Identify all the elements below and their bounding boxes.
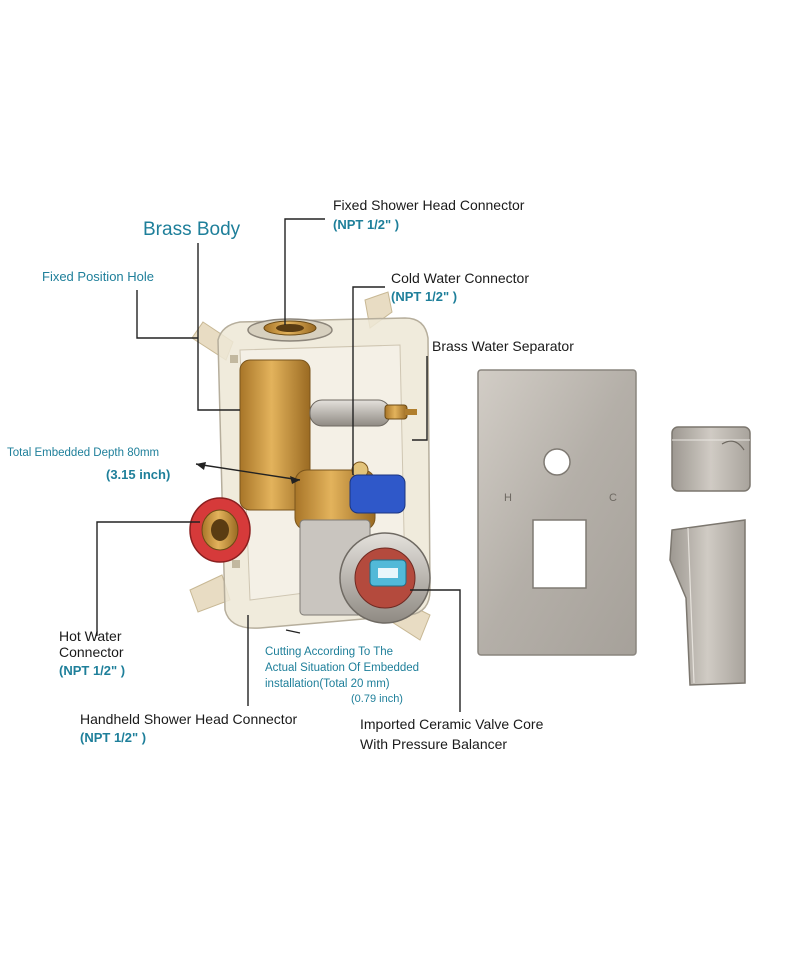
cover-plate [477, 369, 637, 656]
label-cutting-3: installation(Total 20 mm) [265, 678, 390, 690]
label-valve-core-2: With Pressure Balancer [360, 736, 508, 752]
label-handheld: Handheld Shower Head Connector [80, 711, 298, 727]
label-brass-body: Brass Body [143, 219, 241, 240]
plate-mark-cold: C [609, 492, 617, 504]
separator-rod [309, 399, 417, 427]
label-hot-water-spec: (NPT 1/2" ) [59, 663, 126, 678]
hot-water-connector-part [189, 497, 251, 563]
label-cutting-1: Cutting According To The [265, 646, 394, 658]
label-embedded-depth: Total Embedded Depth 80mm [7, 447, 160, 459]
label-embedded-depth-inch: (3.15 inch) [106, 467, 171, 482]
label-fixed-shower-head: Fixed Shower Head Connector [333, 197, 525, 213]
label-cutting-inch: (0.79 inch) [351, 693, 403, 705]
plate-mark-hot: H [504, 492, 512, 504]
label-cold-water-spec: (NPT 1/2" ) [391, 289, 458, 304]
label-hot-water-2: Connector [59, 644, 124, 660]
label-valve-core-1: Imported Ceramic Valve Core [360, 716, 544, 732]
label-hot-water-1: Hot Water [59, 628, 122, 644]
label-brass-separator: Brass Water Separator [432, 338, 574, 354]
label-fixed-shower-head-spec: (NPT 1/2" ) [333, 217, 400, 232]
label-cold-water: Cold Water Connector [391, 270, 529, 286]
depth-arrow-left [196, 462, 206, 470]
label-fixed-position-hole: Fixed Position Hole [42, 269, 154, 284]
depth-arrow-right [290, 476, 300, 484]
leader-lines [96, 218, 461, 712]
lever-handle [669, 519, 746, 686]
label-handheld-spec: (NPT 1/2" ) [80, 730, 147, 745]
cold-water-ring [349, 474, 406, 514]
valve-core-part [299, 519, 431, 624]
top-connector [247, 318, 333, 342]
label-cutting-2: Actual Situation Of Embedded [265, 662, 420, 674]
handle-knob [671, 426, 751, 492]
